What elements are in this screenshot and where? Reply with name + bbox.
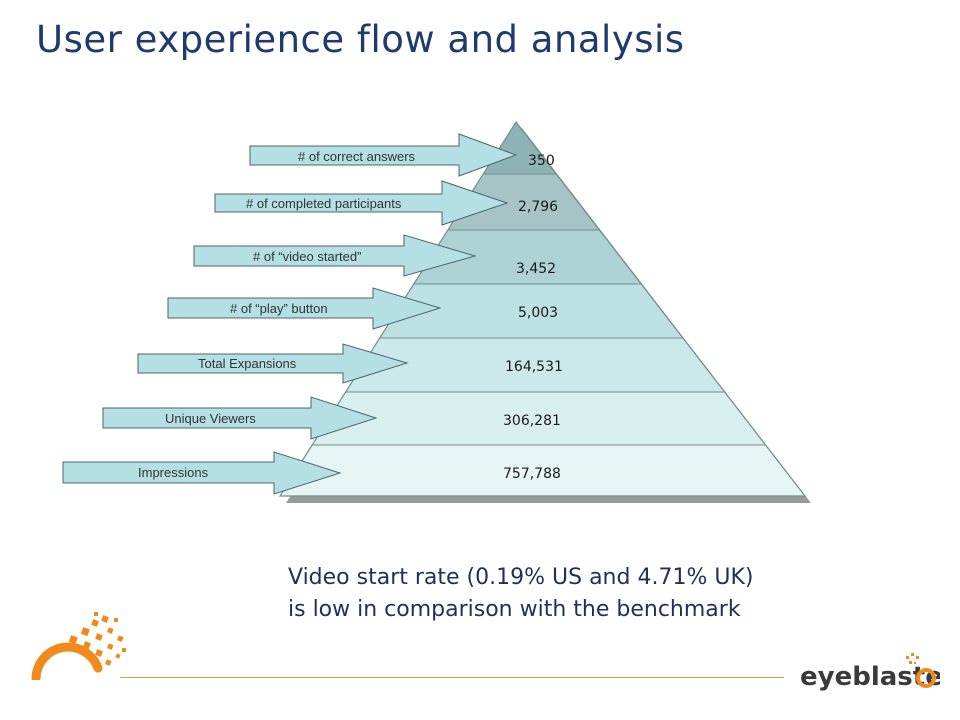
tier-value-video-started: 3,452 (516, 261, 556, 277)
eyeblaster-logo: eyeblaster (800, 653, 940, 692)
arrow-completed-participants (214, 180, 509, 226)
arrow-video-started (193, 234, 477, 277)
arrow-label-total-expansions: Total Expansions (198, 356, 297, 371)
arrow-label-unique-viewers: Unique Viewers (165, 411, 256, 426)
conclusion-line-2: is low in comparison with the benchmark (288, 597, 741, 622)
funnel-diagram: 350 2,796 3,452 5,003 164,531 306,281 75… (62, 120, 811, 503)
conclusion-line-1: Video start rate (0.19% US and 4.71% UK) (288, 565, 754, 590)
arrow-play-button (167, 287, 442, 330)
arrow-label-impressions: Impressions (138, 465, 209, 480)
tier-value-total-expansions: 164,531 (505, 359, 563, 375)
tier-value-unique-viewers: 306,281 (503, 413, 561, 429)
arrow-label-video-started: # of “video started” (253, 249, 361, 264)
arrow-correct-answers (249, 133, 518, 177)
tier-value-correct-answers: 350 (528, 153, 555, 169)
arrow-unique-viewers (102, 396, 378, 440)
tier-value-impressions: 757,788 (503, 466, 561, 482)
tier-value-completed-participants: 2,796 (518, 199, 558, 215)
conclusion-text: Video start rate (0.19% US and 4.71% UK)… (288, 562, 848, 626)
arrow-label-correct-answers: # of correct answers (298, 149, 416, 164)
tier-value-play-button: 5,003 (518, 305, 558, 321)
arrow-total-expansions (137, 343, 409, 384)
arrow-label-play-button: # of “play” button (230, 301, 328, 316)
arrow-impressions (62, 451, 342, 495)
arrow-label-completed-participants: # of completed participants (246, 196, 402, 211)
funnel-tier (280, 445, 805, 496)
sun-burst-icon (31, 612, 126, 680)
footer-divider (120, 677, 784, 678)
slide-title: User experience flow and analysis (36, 18, 685, 61)
